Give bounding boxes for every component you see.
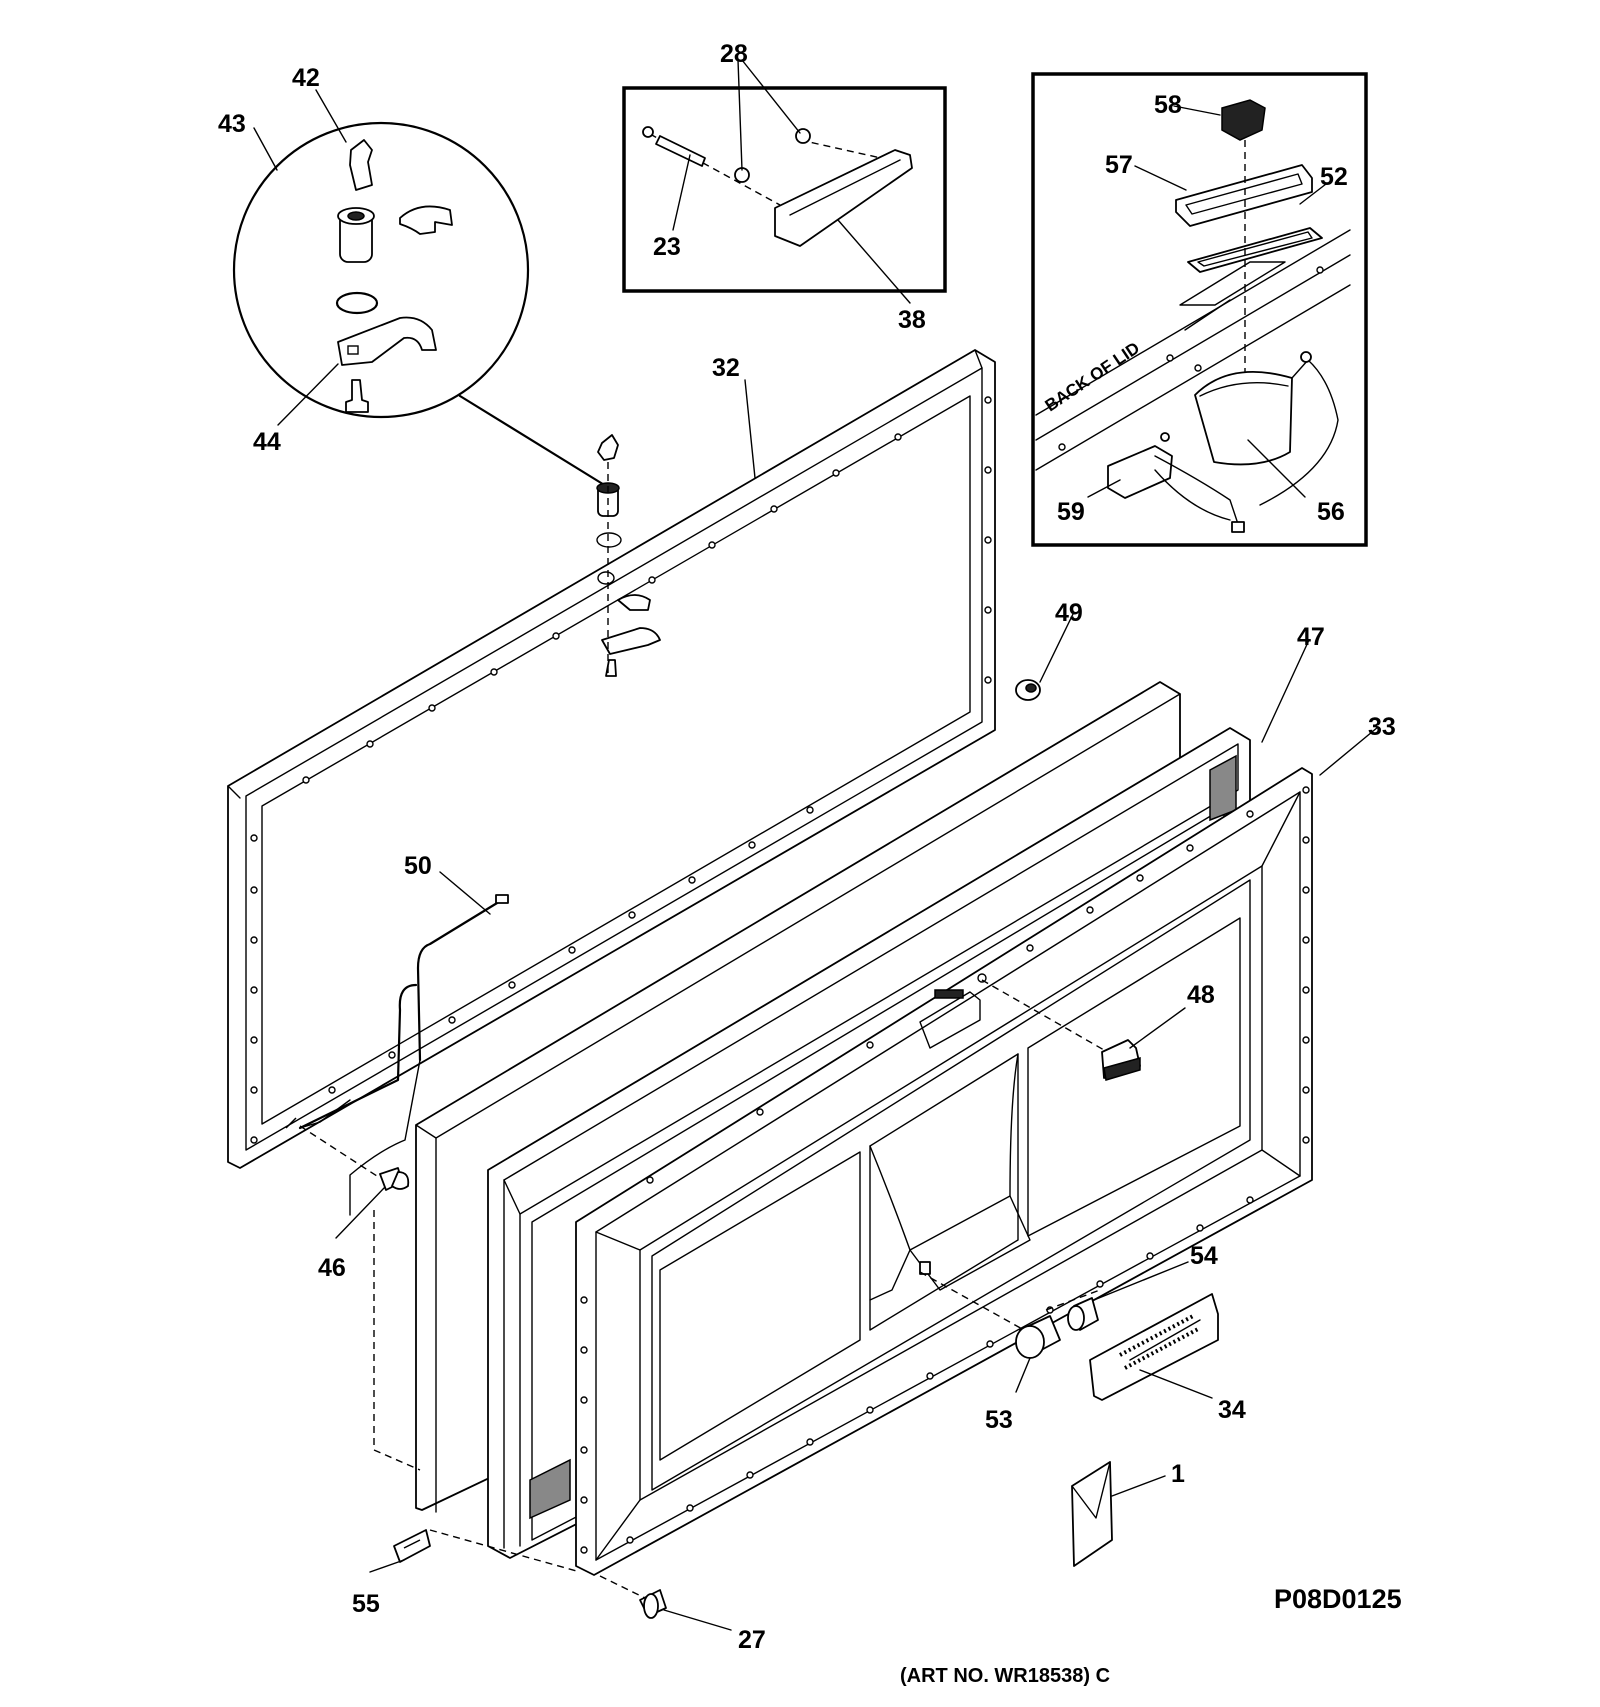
leader-lines (253, 59, 1379, 1631)
bracket-55 (393, 1529, 581, 1573)
drawing-code: P08D0125 (1274, 1584, 1402, 1614)
retainer-48 (981, 979, 1141, 1081)
lock-detail-circle (232, 121, 608, 488)
callout-54: 54 (1190, 1242, 1218, 1270)
push-pin-27 (599, 1575, 667, 1619)
frame-32-holes (250, 396, 992, 1144)
callout-43: 43 (218, 110, 246, 138)
callout-48: 48 (1187, 981, 1215, 1009)
callout-56: 56 (1317, 498, 1345, 526)
callout-28: 28 (720, 40, 748, 68)
handle-detail-box (622, 86, 947, 293)
liner-33 (575, 767, 1313, 1576)
callout-52: 52 (1320, 163, 1348, 191)
callout-53: 53 (985, 1406, 1013, 1434)
callout-59: 59 (1057, 498, 1085, 526)
callout-38: 38 (898, 306, 926, 334)
switch-53-54 (919, 1271, 1101, 1359)
light-detail-box: BACK OF LID (1031, 72, 1368, 547)
callout-42: 42 (292, 64, 320, 92)
callout-50: 50 (404, 852, 432, 880)
callout-33: 33 (1368, 713, 1396, 741)
callout-labels: 42 43 44 28 23 38 58 57 52 59 56 32 49 4… (218, 40, 1396, 1654)
lid-frame-32 (227, 349, 996, 1169)
callout-55: 55 (352, 1590, 380, 1618)
manual-1 (1071, 1461, 1113, 1567)
callout-23: 23 (653, 233, 681, 261)
callout-27: 27 (738, 1626, 766, 1654)
callout-32: 32 (712, 354, 740, 382)
callout-1: 1 (1171, 1460, 1185, 1488)
wire-50 (285, 894, 509, 1216)
callout-46: 46 (318, 1254, 346, 1282)
callout-58: 58 (1154, 91, 1182, 119)
screw-46 (299, 1125, 410, 1191)
callout-44: 44 (253, 428, 281, 456)
art-number: (ART NO. WR18538) C (900, 1665, 1110, 1687)
callout-47: 47 (1297, 623, 1325, 651)
cover-34 (1089, 1293, 1219, 1401)
bumper-49 (1015, 679, 1041, 701)
liner-holes (580, 786, 1310, 1554)
callout-34: 34 (1218, 1396, 1246, 1424)
callout-57: 57 (1105, 151, 1133, 179)
callout-49: 49 (1055, 599, 1083, 627)
